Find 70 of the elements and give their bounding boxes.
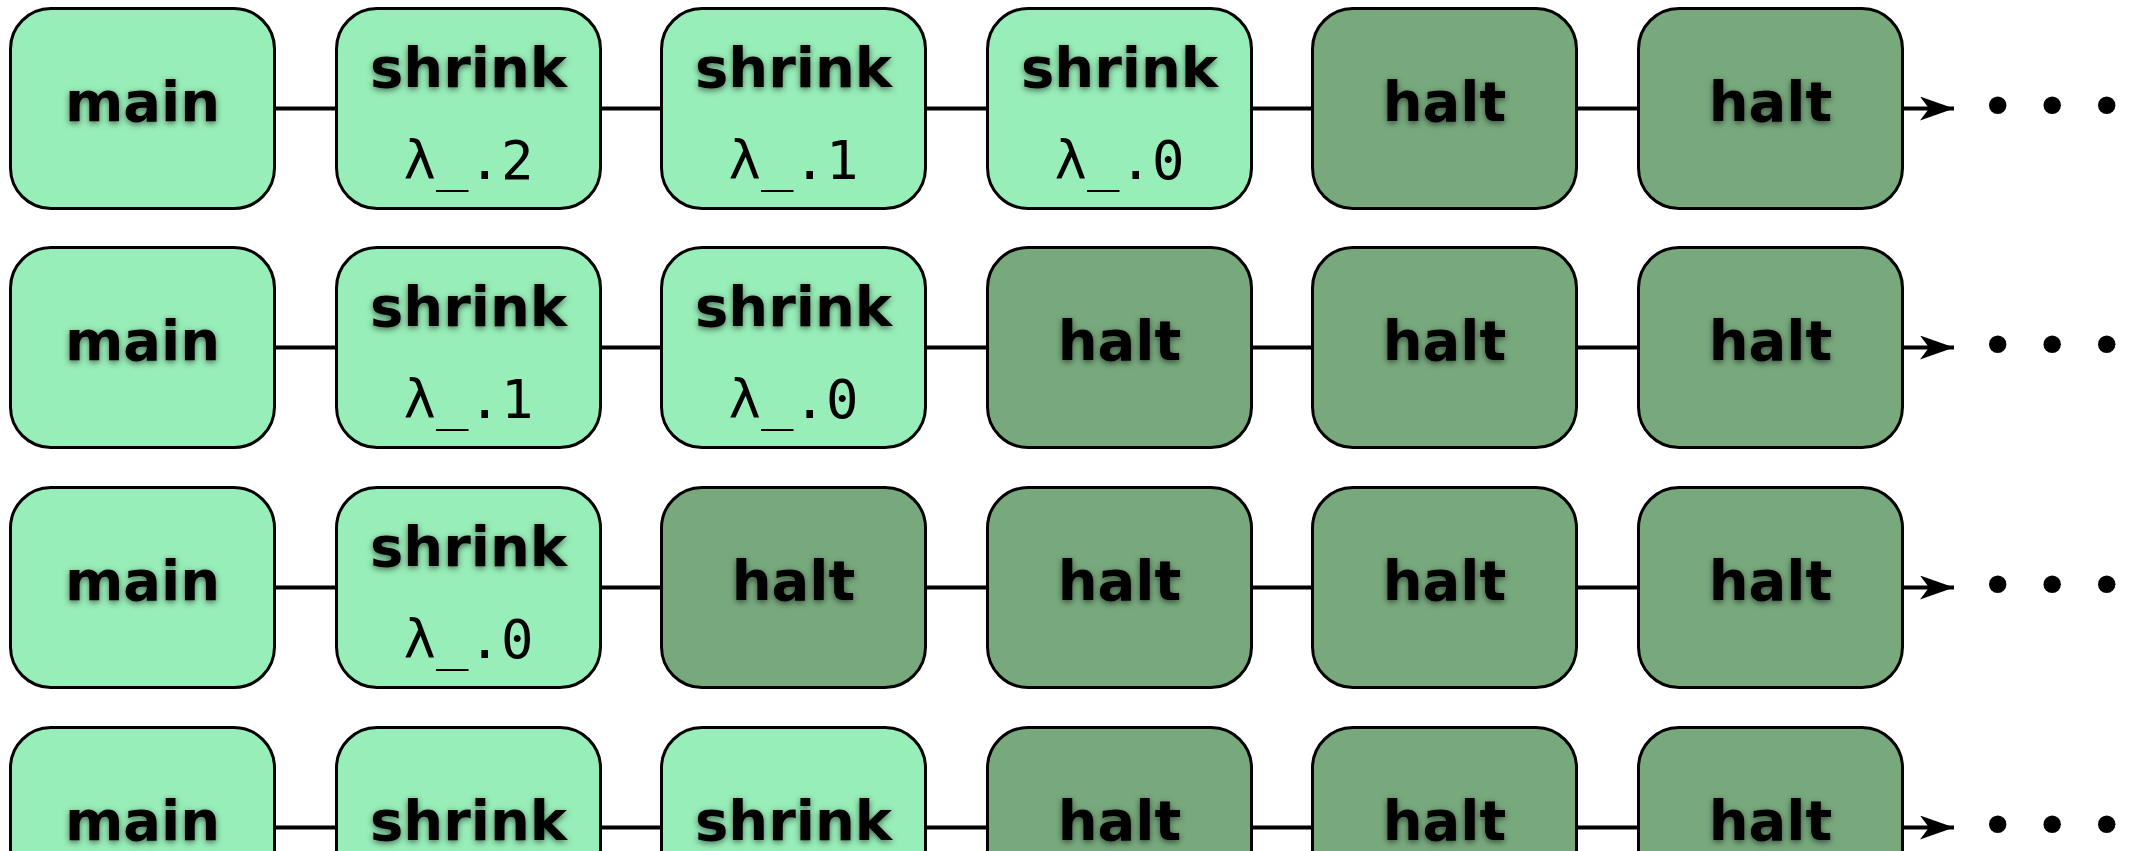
connector-line [927, 585, 986, 590]
function-name: halt [1707, 313, 1834, 369]
process-box [660, 7, 927, 210]
function-name: halt [1381, 793, 1508, 849]
function-name: shrink [368, 40, 569, 96]
function-name: halt [1707, 553, 1834, 609]
function-name: halt [1381, 74, 1508, 130]
process-box [1637, 246, 1904, 449]
process-box [1311, 7, 1578, 210]
connector-line [1253, 585, 1311, 590]
process-box [1311, 246, 1578, 449]
function-name: shrink [693, 40, 894, 96]
function-name: shrink [693, 793, 894, 849]
process-box [335, 486, 602, 689]
process-box [335, 7, 602, 210]
arrow [1904, 575, 1954, 600]
function-name: halt [730, 553, 857, 609]
function-name: halt [1056, 793, 1183, 849]
function-name: shrink [368, 519, 569, 575]
connector-line [1578, 345, 1637, 350]
connector-line [1253, 345, 1311, 350]
function-name: halt [1056, 553, 1183, 609]
process-box [9, 7, 276, 210]
arrow [1904, 96, 1954, 121]
function-name: halt [1707, 793, 1834, 849]
connector-line [1253, 106, 1311, 111]
process-box [660, 486, 927, 689]
connector-line [602, 345, 660, 350]
process-box [986, 486, 1253, 689]
ellipsis: • • • [1980, 555, 2125, 616]
process-box [1637, 7, 1904, 210]
function-name: halt [1381, 313, 1508, 369]
process-box [335, 246, 602, 449]
function-name: main [63, 553, 222, 609]
function-name: halt [1056, 313, 1183, 369]
function-name: halt [1707, 74, 1834, 130]
function-name: main [63, 313, 222, 369]
function-name: main [63, 74, 222, 130]
connector-line [602, 825, 660, 830]
connector-line [1253, 825, 1311, 830]
process-box [9, 486, 276, 689]
connector-line [927, 825, 986, 830]
connector-line [927, 106, 986, 111]
function-name: shrink [1019, 40, 1220, 96]
ellipsis: • • • [1980, 315, 2125, 376]
connector-line [276, 106, 335, 111]
connector-line [602, 585, 660, 590]
process-box [1637, 486, 1904, 689]
arrow [1904, 335, 1954, 360]
function-name: shrink [368, 279, 569, 335]
process-box [1311, 486, 1578, 689]
connector-line [276, 585, 335, 590]
process-box [9, 246, 276, 449]
function-name: halt [1381, 553, 1508, 609]
process-box [986, 246, 1253, 449]
connector-line [1578, 585, 1637, 590]
function-name: shrink [693, 279, 894, 335]
connector-line [1578, 106, 1637, 111]
process-box [986, 7, 1253, 210]
connector-line [276, 825, 335, 830]
connector-line [276, 345, 335, 350]
ellipsis: • • • [1980, 76, 2125, 137]
connector-line [927, 345, 986, 350]
arrow [1904, 815, 1954, 840]
process-box [660, 246, 927, 449]
connector-line [602, 106, 660, 111]
connector-line [1578, 825, 1637, 830]
function-name: shrink [368, 793, 569, 849]
ellipsis: • • • [1980, 795, 2125, 851]
function-name: main [63, 793, 222, 849]
